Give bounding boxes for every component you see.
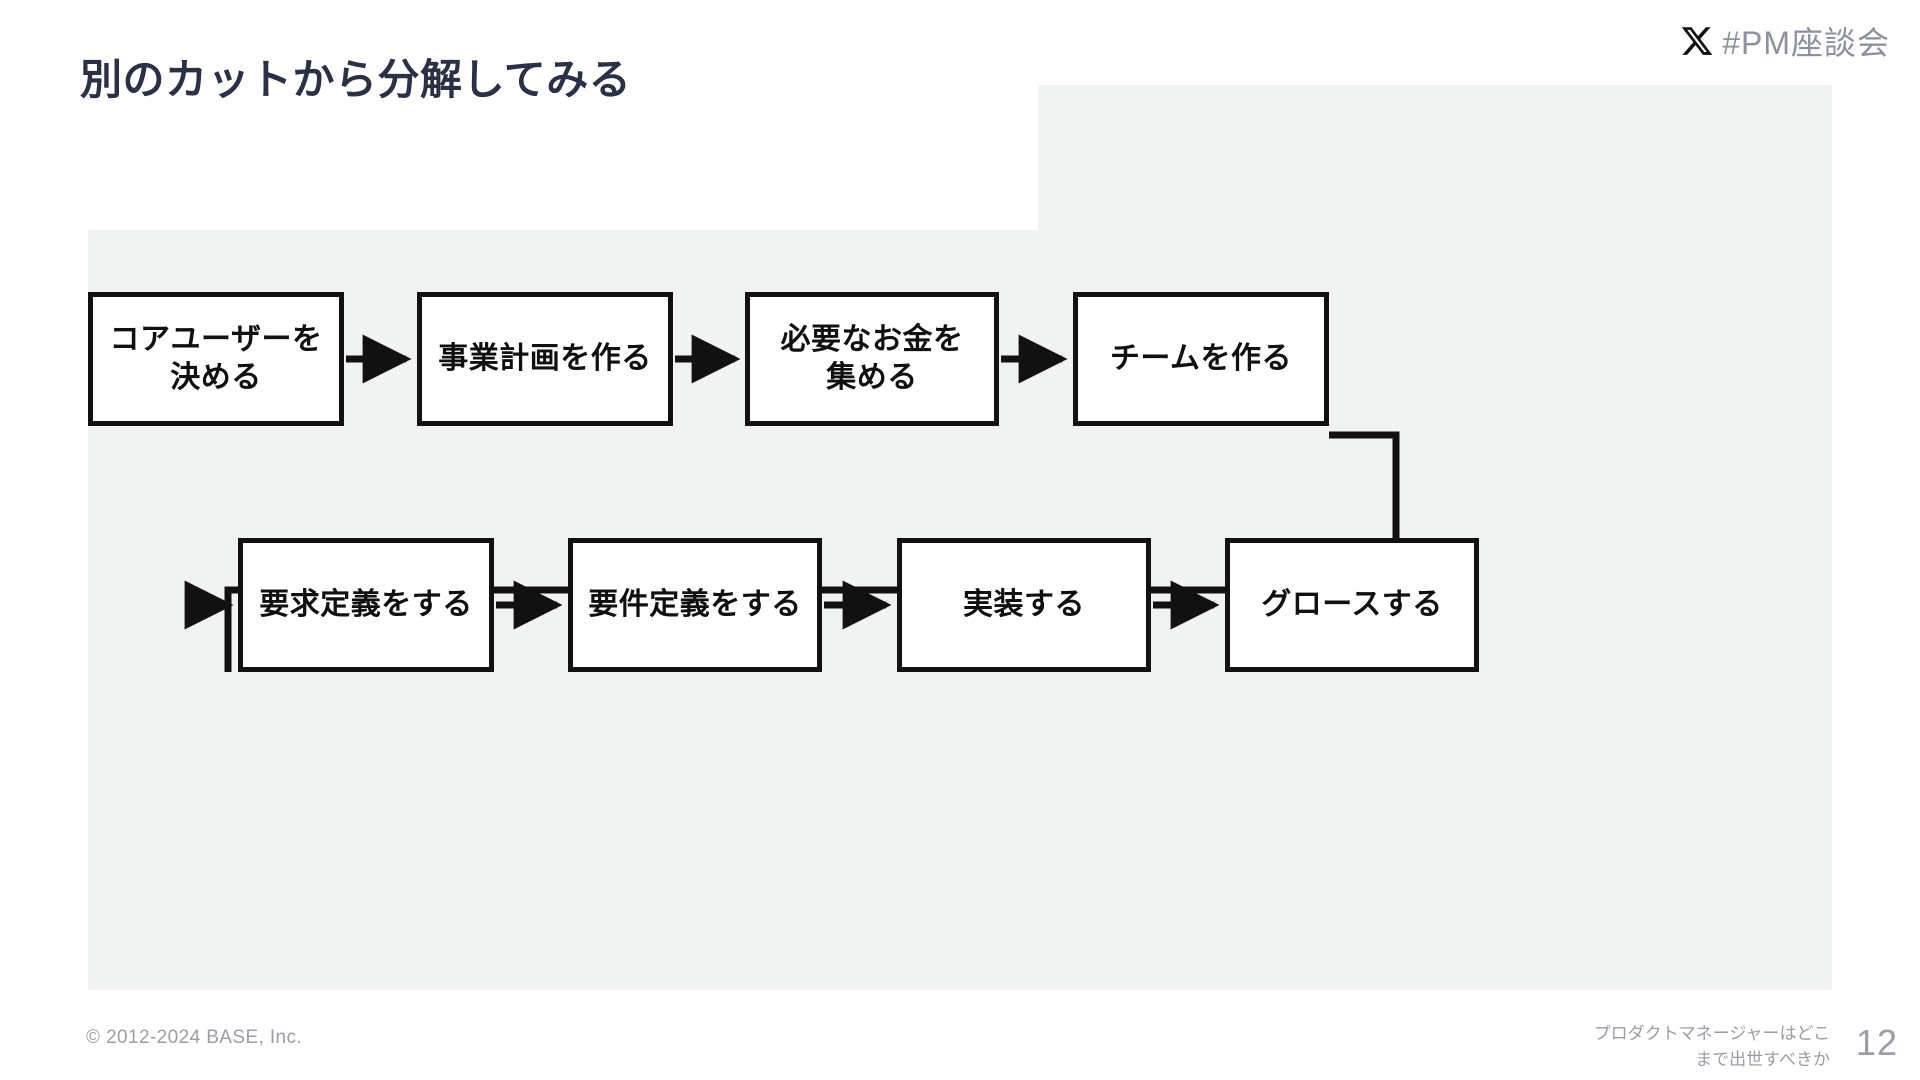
- flow-node-label: 事業計画を作る: [438, 341, 652, 375]
- page-number: 12: [1855, 1022, 1898, 1063]
- flow-node-label: 実装する: [963, 587, 1085, 621]
- footer-deck-title-line2: まで出世すべきか: [1695, 1049, 1830, 1069]
- flow-node-line1: コアユーザーを: [109, 322, 323, 356]
- footer-deck-title: プロダクトマネージャーはどこ まで出世すべきか: [1570, 1021, 1830, 1072]
- footer-copyright: © 2012-2024 BASE, Inc.: [86, 1027, 303, 1048]
- flow-node-growth[interactable]: グロースする: [1225, 538, 1479, 672]
- flow-node-implement[interactable]: 実装する: [897, 538, 1151, 672]
- flow-node-core-user[interactable]: コアユーザーを 決める: [88, 292, 344, 426]
- flow-node-business-plan[interactable]: 事業計画を作る: [417, 292, 673, 426]
- flow-node-label: チームを作る: [1109, 341, 1293, 375]
- flow-node-requirements-request[interactable]: 要求定義をする: [238, 538, 494, 672]
- x-logo-icon: [1681, 27, 1713, 55]
- hashtag-badge: #PM座談会: [1680, 18, 1890, 64]
- flow-node-raise-money[interactable]: 必要なお金を 集める: [745, 292, 999, 426]
- page-title: 別のカットから分解してみる: [80, 56, 632, 103]
- footer-deck-title-line1: プロダクトマネージャーはどこ: [1593, 1024, 1830, 1043]
- hashtag-label: #PM座談会: [1722, 25, 1890, 61]
- flow-node-label: 必要なお金を 集める: [781, 321, 964, 398]
- flow-node-label: 要件定義をする: [588, 587, 802, 621]
- flow-node-requirements-spec[interactable]: 要件定義をする: [568, 538, 822, 672]
- flow-node-label: 要求定義をする: [259, 587, 473, 621]
- flow-node-build-team[interactable]: チームを作る: [1073, 292, 1329, 426]
- flow-node-line1: 必要なお金を: [780, 322, 964, 356]
- flow-node-label: コアユーザーを 決める: [110, 321, 323, 398]
- title-backing-plate: [88, 85, 1038, 230]
- flow-node-line2: 決める: [170, 361, 262, 394]
- flow-node-label: グロースする: [1261, 587, 1443, 621]
- flow-node-line2: 集める: [826, 361, 918, 394]
